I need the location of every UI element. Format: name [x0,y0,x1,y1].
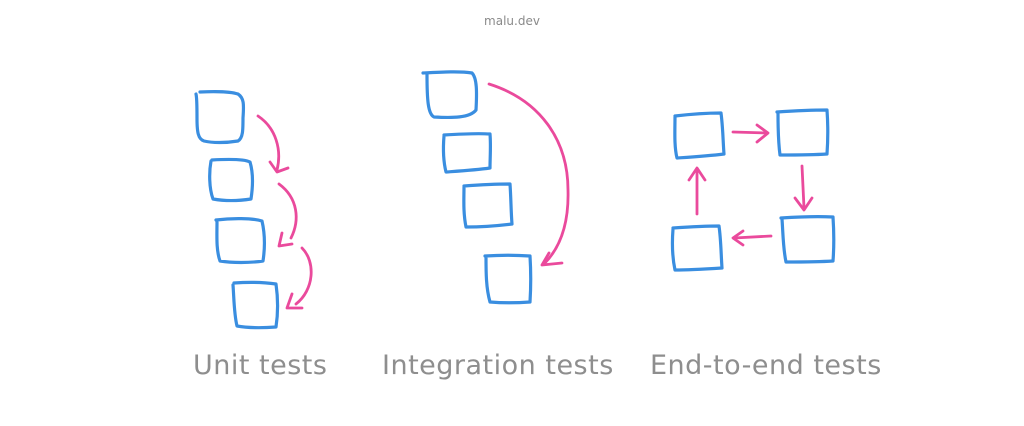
unit-tests-diagram [194,90,313,330]
e2e-box-1 [673,111,726,160]
e2e-arrow-left-head [731,229,745,247]
unit-arrow-3-head [285,292,304,310]
e2e-tests-label: End-to-end tests [650,350,882,381]
integration-arrow-head [540,251,564,267]
unit-box-3 [214,217,266,265]
unit-box-1 [194,90,246,145]
e2e-arrow-down-head [793,196,814,212]
integration-arrow [487,82,570,266]
integration-box-3 [462,182,514,229]
integration-box-1 [421,70,479,120]
e2e-arrow-right [731,130,768,135]
e2e-box-4 [779,214,836,264]
e2e-arrow-down [800,164,806,210]
e2e-box-3 [670,224,724,272]
unit-tests-label: Unit tests [193,350,328,381]
unit-arrow-3 [294,246,313,306]
watermark: malu.dev [484,14,540,28]
unit-box-2 [208,157,254,203]
e2e-arrow-left [732,234,773,240]
integration-box-4 [483,253,533,305]
e2e-arrow-up-head [687,166,707,182]
integration-box-2 [441,131,493,174]
unit-box-4 [231,280,280,330]
e2e-tests-diagram [670,108,836,272]
unit-arrow-1 [256,114,281,172]
e2e-box-2 [775,108,830,157]
unit-arrow-1-head [268,160,290,174]
integration-tests-label: Integration tests [382,350,614,381]
integration-tests-diagram [421,70,570,305]
unit-arrow-2-head [277,231,294,248]
e2e-arrow-right-head [755,123,770,144]
unit-arrow-2 [277,182,298,240]
